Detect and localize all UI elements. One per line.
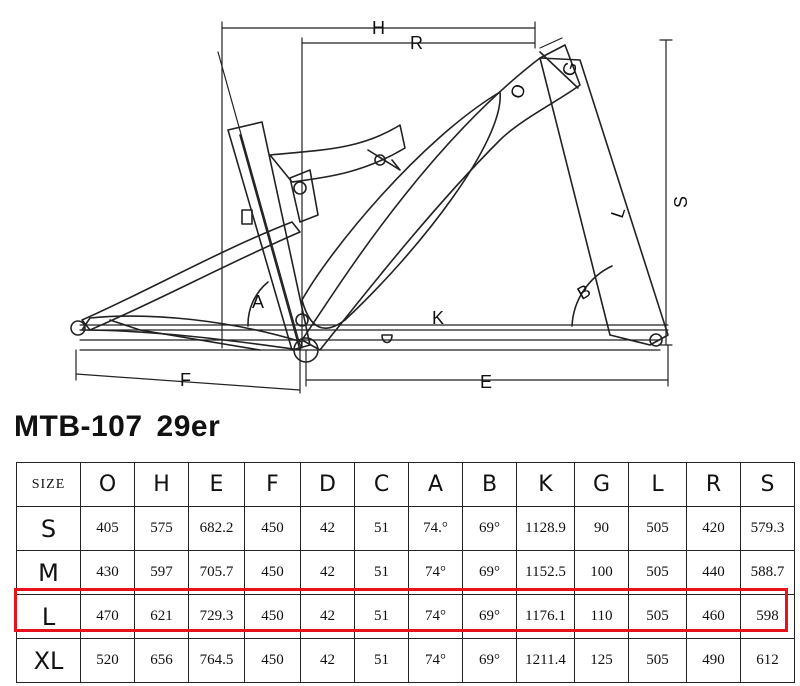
table-cell: 125 — [574, 638, 629, 683]
table-cell: 42 — [300, 506, 355, 551]
table-cell: 42 — [300, 550, 355, 595]
table-cell: 598 — [740, 594, 795, 639]
table-cell: 575 — [134, 506, 189, 551]
table-cell: S — [16, 506, 81, 551]
seat-angle-arc — [247, 281, 269, 327]
table-cell: 74° — [408, 550, 463, 595]
table-cell: 1152.5 — [516, 550, 575, 595]
table-cell: 579.3 — [740, 506, 795, 551]
dim-label-g: G — [558, 59, 581, 79]
dim-label-h: H — [372, 18, 385, 38]
dimension-label-group: H R S L G K A B E F O — [180, 18, 691, 392]
table-cell: 470 — [80, 594, 135, 639]
table-row-highlighted: L 470 621 729.3 450 42 51 74° 69° 1176.1… — [16, 594, 795, 639]
table-cell: 42 — [300, 594, 355, 639]
table-cell: 420 — [686, 506, 741, 551]
table-cell: 440 — [686, 550, 741, 595]
table-cell: 42 — [300, 638, 355, 683]
table-cell: 597 — [134, 550, 189, 595]
table-cell: 729.3 — [188, 594, 245, 639]
table-cell: 490 — [686, 638, 741, 683]
table-cell: 505 — [628, 638, 687, 683]
table-cell: 1211.4 — [516, 638, 575, 683]
table-cell: 450 — [244, 594, 301, 639]
table-cell: 460 — [686, 594, 741, 639]
dim-label-s: S — [671, 196, 691, 208]
table-cell: 450 — [244, 506, 301, 551]
dim-label-b: B — [574, 280, 594, 303]
table-cell: 69° — [462, 638, 517, 683]
table-cell: 621 — [134, 594, 189, 639]
dim-label-a: A — [252, 292, 264, 312]
table-cell: 51 — [354, 506, 409, 551]
header-e: E — [188, 462, 245, 507]
table-cell: 1176.1 — [516, 594, 575, 639]
table-row: M 430 597 705.7 450 42 51 74° 69° 1152.5… — [16, 550, 795, 595]
dim-label-e: E — [480, 372, 492, 392]
dim-label-r: R — [410, 33, 423, 53]
head-angle-arc — [571, 265, 613, 327]
table-cell: 505 — [628, 506, 687, 551]
table-cell: 69° — [462, 550, 517, 595]
table-cell: 405 — [80, 506, 135, 551]
table-cell: 764.5 — [188, 638, 245, 683]
header-f: F — [244, 462, 301, 507]
header-r: R — [686, 462, 741, 507]
header-d: D — [300, 462, 355, 507]
table-cell: 51 — [354, 594, 409, 639]
table-cell: L — [16, 594, 81, 639]
header-o: O — [80, 462, 135, 507]
frame-geometry-diagram: H R S L G K A B E F O — [70, 18, 691, 394]
geometry-table: SIZE O H E F D C A B K G L R S S 405 575… — [16, 462, 795, 683]
model-wheel-size: 29er — [156, 410, 221, 443]
table-cell: XL — [16, 638, 81, 683]
header-b: B — [462, 462, 517, 507]
table-cell: M — [16, 550, 81, 595]
table-cell: 656 — [134, 638, 189, 683]
dim-label-l: L — [607, 205, 629, 221]
table-cell: 450 — [244, 550, 301, 595]
header-h: H — [134, 462, 189, 507]
header-size: SIZE — [16, 462, 81, 507]
header-c: C — [354, 462, 409, 507]
dim-label-o: O — [506, 82, 529, 102]
table-row: XL 520 656 764.5 450 42 51 74° 69° 1211.… — [16, 638, 795, 683]
table-cell: 110 — [574, 594, 629, 639]
table-cell: 520 — [80, 638, 135, 683]
header-a: A — [408, 462, 463, 507]
table-cell: 1128.9 — [516, 506, 575, 551]
table-cell: 69° — [462, 506, 517, 551]
table-cell: 588.7 — [740, 550, 795, 595]
table-cell: 450 — [244, 638, 301, 683]
header-s: S — [740, 462, 795, 507]
table-cell: 505 — [628, 550, 687, 595]
model-title: MTB-107 29er — [14, 410, 234, 444]
header-k: K — [516, 462, 575, 507]
frame-outline — [70, 44, 669, 363]
dim-label-k: K — [432, 308, 444, 328]
header-l: L — [628, 462, 687, 507]
table-cell: 100 — [574, 550, 629, 595]
table-cell: 705.7 — [188, 550, 245, 595]
table-cell: 682.2 — [188, 506, 245, 551]
table-cell: 74° — [408, 638, 463, 683]
dim-label-f: F — [180, 370, 191, 390]
table-cell: 69° — [462, 594, 517, 639]
model-name: MTB-107 — [14, 410, 143, 443]
table-cell: 74° — [408, 594, 463, 639]
table-header-row: SIZE O H E F D C A B K G L R S — [16, 462, 795, 507]
dimension-lines — [75, 21, 673, 394]
table-cell: 90 — [574, 506, 629, 551]
table-cell: 505 — [628, 594, 687, 639]
table-cell: 74.° — [408, 506, 463, 551]
table-cell: 430 — [80, 550, 135, 595]
table-cell: 612 — [740, 638, 795, 683]
table-cell: 51 — [354, 550, 409, 595]
table-cell: 51 — [354, 638, 409, 683]
header-g: G — [574, 462, 629, 507]
table-row: S 405 575 682.2 450 42 51 74.° 69° 1128.… — [16, 506, 795, 551]
